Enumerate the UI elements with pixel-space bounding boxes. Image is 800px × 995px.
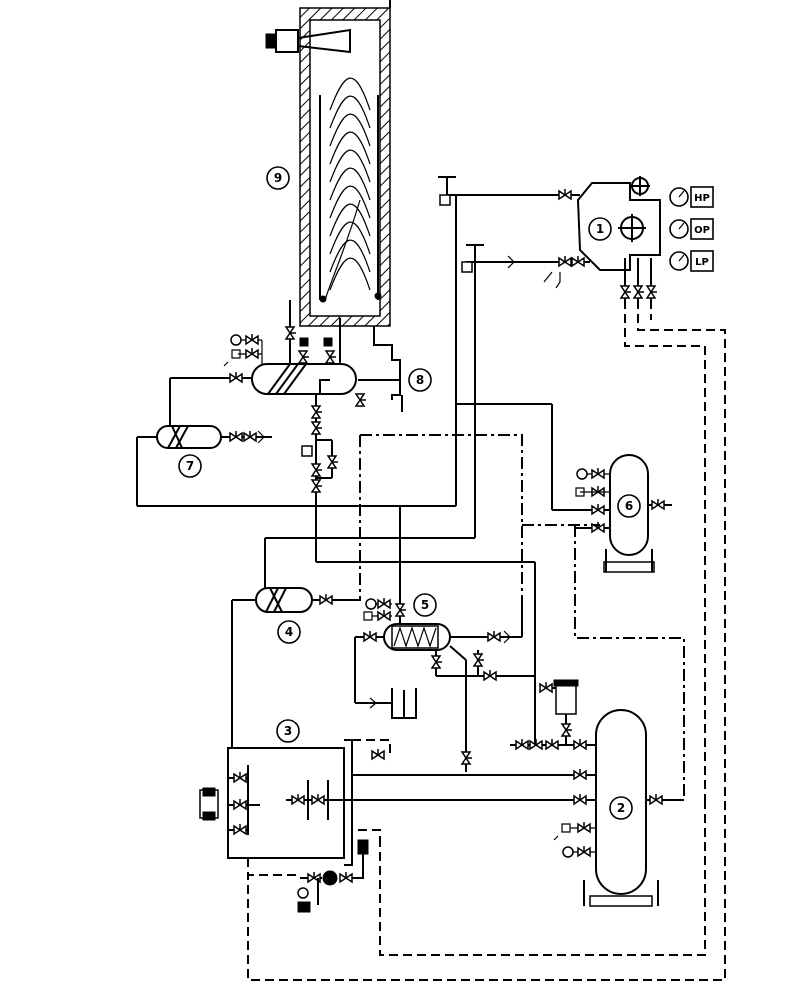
oil-separator bbox=[358, 326, 403, 412]
compressor bbox=[576, 176, 661, 271]
vessel-4 bbox=[231, 537, 475, 748]
tag-7: 7 bbox=[178, 454, 202, 478]
svg-text:4: 4 bbox=[285, 625, 293, 639]
condenser bbox=[265, 0, 391, 327]
svg-text:7: 7 bbox=[186, 459, 194, 473]
condenser-fan-motor bbox=[265, 28, 351, 54]
tag-9: 9 bbox=[266, 166, 290, 190]
tag-2: 2 bbox=[609, 796, 633, 820]
svg-text:5: 5 bbox=[421, 598, 429, 612]
vessel-7 bbox=[136, 371, 456, 507]
svg-text:2: 2 bbox=[617, 801, 625, 815]
heat-exchanger-5 bbox=[354, 506, 535, 772]
tag-3: 3 bbox=[276, 719, 300, 743]
svg-text:8: 8 bbox=[416, 373, 424, 387]
discharge-line bbox=[438, 176, 580, 506]
svg-text:1: 1 bbox=[596, 222, 604, 236]
hp-label: HP bbox=[694, 193, 710, 204]
tank-3 bbox=[199, 739, 391, 913]
lp-label: LP bbox=[695, 257, 709, 268]
pressure-switches: HP OP LP bbox=[669, 186, 714, 272]
condenser-coils bbox=[319, 77, 379, 301]
vessel-2 bbox=[352, 679, 706, 956]
tag-5: 5 bbox=[413, 593, 437, 617]
receiver-instruments bbox=[223, 333, 263, 367]
compressor-return-lines bbox=[247, 258, 726, 981]
receiver-liquid-line bbox=[301, 394, 536, 745]
tag-8: 8 bbox=[408, 368, 432, 392]
op-label: OP bbox=[694, 225, 710, 236]
vessel-6 bbox=[456, 403, 672, 573]
suction-line bbox=[461, 244, 590, 538]
tag-6: 6 bbox=[617, 494, 641, 518]
svg-text:9: 9 bbox=[274, 171, 282, 185]
tag-1: 1 bbox=[588, 217, 612, 241]
tag-4: 4 bbox=[277, 620, 301, 644]
svg-text:3: 3 bbox=[284, 724, 292, 738]
svg-text:6: 6 bbox=[625, 499, 633, 513]
